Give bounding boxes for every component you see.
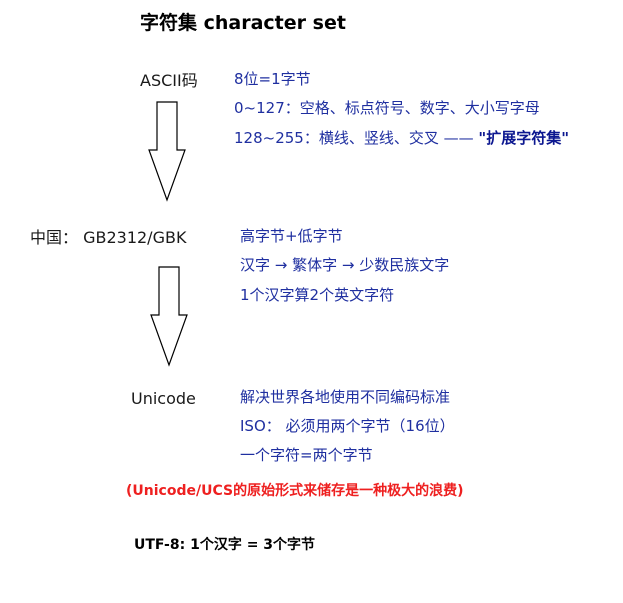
down-arrow-icon bbox=[150, 266, 188, 367]
page-title: 字符集 character set bbox=[140, 12, 346, 34]
ascii-line-1: 8位=1字节 bbox=[234, 70, 311, 88]
utf8-note: UTF-8: 1个汉字 = 3个字节 bbox=[134, 537, 316, 553]
gbk-label: 中国： GB2312/GBK bbox=[30, 228, 187, 247]
gbk-line-1: 高字节+低字节 bbox=[240, 227, 343, 245]
unicode-line-3: 一个字符=两个字节 bbox=[240, 446, 373, 464]
down-arrow-icon bbox=[148, 101, 186, 202]
unicode-label: Unicode bbox=[131, 389, 196, 408]
storage-waste-note: (Unicode/UCS的原始形式来储存是一种极大的浪费) bbox=[126, 483, 464, 499]
ascii-line-2: 0~127：空格、标点符号、数字、大小写字母 bbox=[234, 99, 540, 117]
gbk-line-3: 1个汉字算2个英文字符 bbox=[240, 286, 395, 304]
unicode-line-2: ISO： 必须用两个字节（16位） bbox=[240, 417, 455, 435]
ascii-line-3: 128~255：横线、竖线、交叉 —— "扩展字符集" bbox=[234, 127, 569, 148]
extended-charset-highlight: "扩展字符集" bbox=[478, 129, 570, 147]
gbk-line-2: 汉字 → 繁体字 → 少数民族文字 bbox=[240, 256, 450, 274]
unicode-line-1: 解决世界各地使用不同编码标准 bbox=[240, 388, 451, 406]
ascii-line-3-text: 128~255：横线、竖线、交叉 —— bbox=[234, 129, 479, 147]
ascii-label: ASCII码 bbox=[140, 71, 198, 90]
